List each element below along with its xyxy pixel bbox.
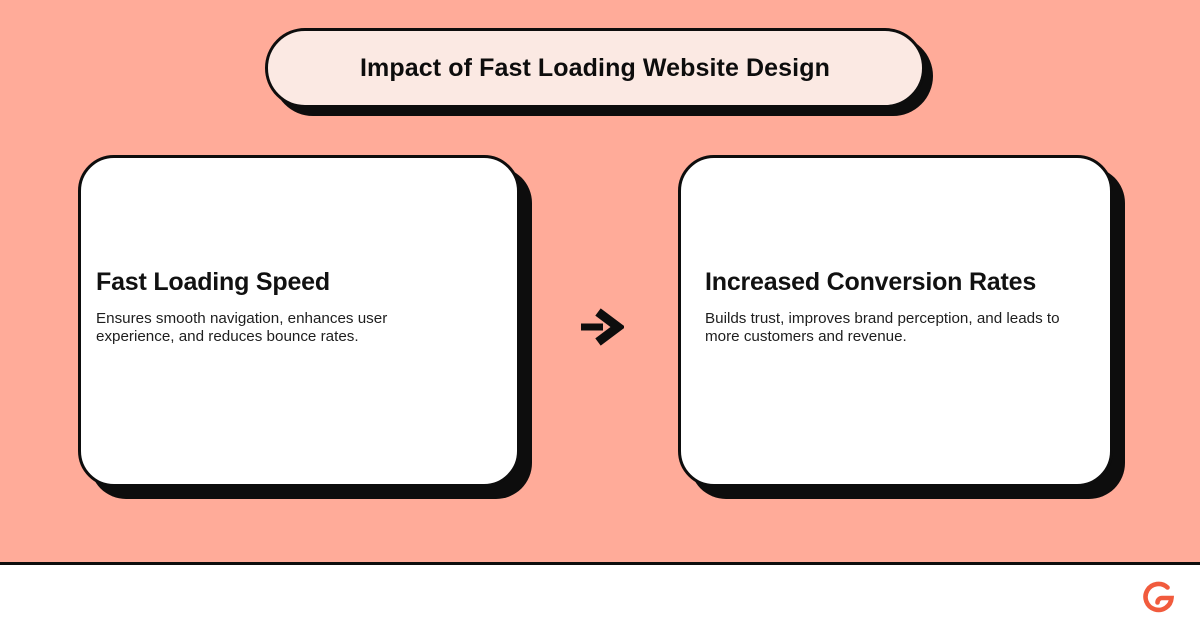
card-heading: Increased Conversion Rates bbox=[705, 268, 1037, 296]
card-increased-conversion-rates: Increased Conversion Rates Builds trust,… bbox=[678, 155, 1113, 487]
title-pill: Impact of Fast Loading Website Design bbox=[265, 28, 925, 108]
arrow-right-icon bbox=[578, 305, 626, 349]
footer-bar bbox=[0, 562, 1200, 630]
card-body: Ensures smooth navigation, enhances user… bbox=[96, 310, 388, 345]
g-swirl-logo-icon bbox=[1140, 579, 1178, 617]
card-fast-loading-speed: Fast Loading Speed Ensures smooth naviga… bbox=[78, 155, 520, 487]
card-body: Builds trust, improves brand perception,… bbox=[705, 310, 1060, 345]
infographic-title: Impact of Fast Loading Website Design bbox=[360, 53, 830, 82]
card-heading: Fast Loading Speed bbox=[96, 268, 330, 296]
